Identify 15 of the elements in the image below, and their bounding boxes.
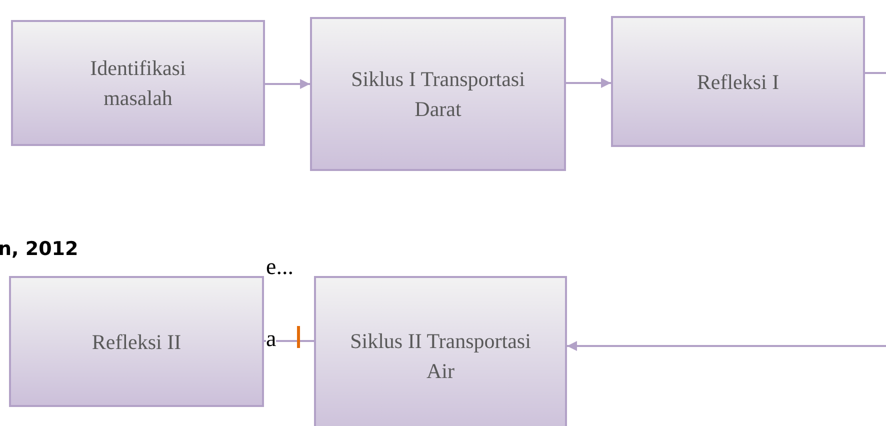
process-box	[314, 276, 567, 426]
connector-line	[865, 72, 886, 74]
box-label: Refleksi II	[90, 328, 182, 356]
process-box	[9, 276, 264, 407]
process-box	[11, 20, 265, 146]
box-label: Identifikasi masalah	[89, 55, 187, 112]
box-label: Siklus II Transportasi Air	[349, 328, 532, 385]
arrow	[567, 341, 886, 351]
arrow	[265, 79, 310, 89]
box-label: Siklus I Transportasi Darat	[350, 66, 526, 123]
arrow	[566, 78, 611, 88]
process-box	[611, 16, 865, 147]
box-label: Refleksi I	[696, 68, 780, 96]
process-box	[310, 17, 566, 171]
text-fragment: e...	[266, 255, 294, 278]
